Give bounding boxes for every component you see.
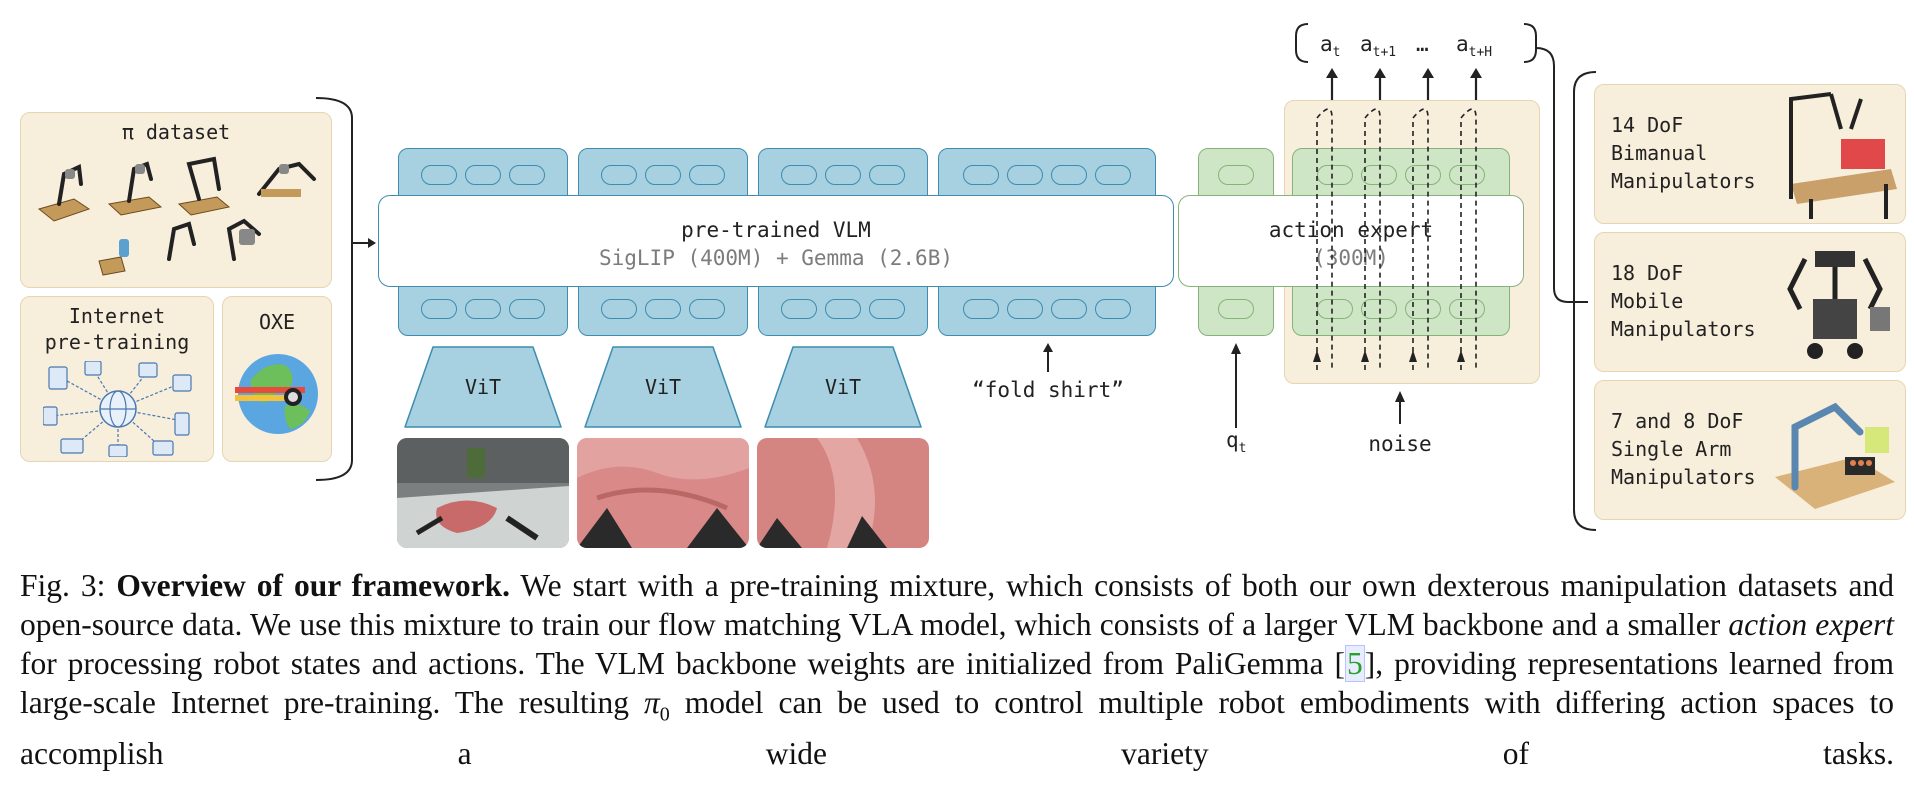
action-expert-title: action expert bbox=[1268, 218, 1434, 242]
output-ellipsis: … bbox=[1416, 32, 1429, 56]
output-action-h: at+H bbox=[1456, 32, 1493, 61]
caption-text-c: ], providing representations learned fro… bbox=[20, 646, 1894, 720]
figure-caption: Fig. 3: Overview of our framework. We st… bbox=[20, 566, 1894, 773]
noise-label: noise bbox=[1368, 432, 1432, 456]
bimanual-robot-image bbox=[1789, 92, 1897, 219]
outputs-bracket bbox=[1295, 23, 1588, 303]
internet-title-line1: Internet bbox=[68, 304, 166, 328]
caption-bold-title: Overview of our framework. bbox=[116, 568, 510, 603]
embodiment-bimanual: 14 DoF Bimanual Manipulators bbox=[1594, 84, 1906, 224]
action-outputs: at at+1 … at+H bbox=[1302, 32, 1528, 66]
citation-link[interactable]: 5 bbox=[1345, 645, 1365, 682]
output-action-1: at+1 bbox=[1360, 32, 1397, 61]
action-expert-box: action expert (300M) bbox=[1178, 195, 1524, 287]
vit-encoder-3: ViT bbox=[763, 345, 923, 429]
embodiment-bimanual-label: 14 DoF Bimanual Manipulators bbox=[1611, 113, 1756, 193]
mobile-robot-image bbox=[1787, 251, 1890, 359]
caption-pi-symbol: π bbox=[644, 685, 660, 720]
vit-label: ViT bbox=[464, 375, 502, 399]
embodiment-mobile-label: 18 DoF Mobile Manipulators bbox=[1611, 261, 1756, 341]
internet-globe-icon bbox=[43, 361, 192, 457]
text-prompt: “fold shirt” bbox=[972, 378, 1124, 402]
internet-title-line2: pre-training bbox=[44, 330, 190, 354]
prompt-arrow bbox=[1043, 343, 1053, 372]
caption-italic: action expert bbox=[1728, 607, 1894, 642]
state-arrow bbox=[1231, 343, 1241, 428]
caption-label: Fig. 3: bbox=[20, 568, 106, 603]
camera-image-3 bbox=[757, 438, 929, 548]
vlm-subtitle: SigLIP (400M) + Gemma (2.6B) bbox=[598, 246, 953, 270]
flow-matching-loops bbox=[1313, 108, 1477, 370]
output-arrows bbox=[1326, 68, 1482, 100]
caption-pi-sub: 0 bbox=[659, 703, 670, 726]
oxe-panel: OXE bbox=[222, 296, 332, 462]
action-expert-size: (300M) bbox=[1313, 246, 1389, 270]
dataset-bracket bbox=[316, 97, 376, 481]
embodiment-single-arm: 7 and 8 DoF Single Arm Manipulators bbox=[1594, 380, 1906, 520]
caption-text-a: We start with a pre-training mixture, wh… bbox=[20, 568, 1895, 642]
robot-arms-illustration bbox=[37, 156, 316, 276]
caption-text-b: for processing robot states and actions.… bbox=[20, 646, 1346, 681]
output-action-0: at bbox=[1320, 32, 1341, 61]
vit-label: ViT bbox=[644, 375, 682, 399]
oxe-globe-icon bbox=[235, 354, 318, 434]
oxe-title: OXE bbox=[258, 310, 296, 334]
noise-arrow bbox=[1395, 391, 1405, 424]
vlm-title: pre-trained VLM bbox=[681, 218, 871, 242]
camera-image-2 bbox=[577, 438, 749, 548]
vit-encoder-1: ViT bbox=[403, 345, 563, 429]
vit-encoder-2: ViT bbox=[583, 345, 743, 429]
single-arm-robot-image bbox=[1775, 402, 1895, 509]
internet-title: Internet pre-training bbox=[21, 303, 213, 355]
camera-image-1 bbox=[397, 438, 569, 548]
pi-dataset-title: π dataset bbox=[121, 120, 231, 144]
pi-dataset-panel: π dataset bbox=[20, 112, 332, 288]
state-label: qt bbox=[1226, 428, 1247, 457]
caption-text-d: model can be used to control multiple ro… bbox=[20, 685, 1894, 772]
embodiment-mobile: 18 DoF Mobile Manipulators bbox=[1594, 232, 1906, 372]
internet-pretraining-panel: Internet pre-training bbox=[20, 296, 214, 462]
pretrained-vlm-box: pre-trained VLM SigLIP (400M) + Gemma (2… bbox=[378, 195, 1174, 287]
embodiment-bracket bbox=[1573, 71, 1596, 531]
vit-label: ViT bbox=[824, 375, 862, 399]
embodiment-single-arm-label: 7 and 8 DoF Single Arm Manipulators bbox=[1611, 409, 1756, 489]
